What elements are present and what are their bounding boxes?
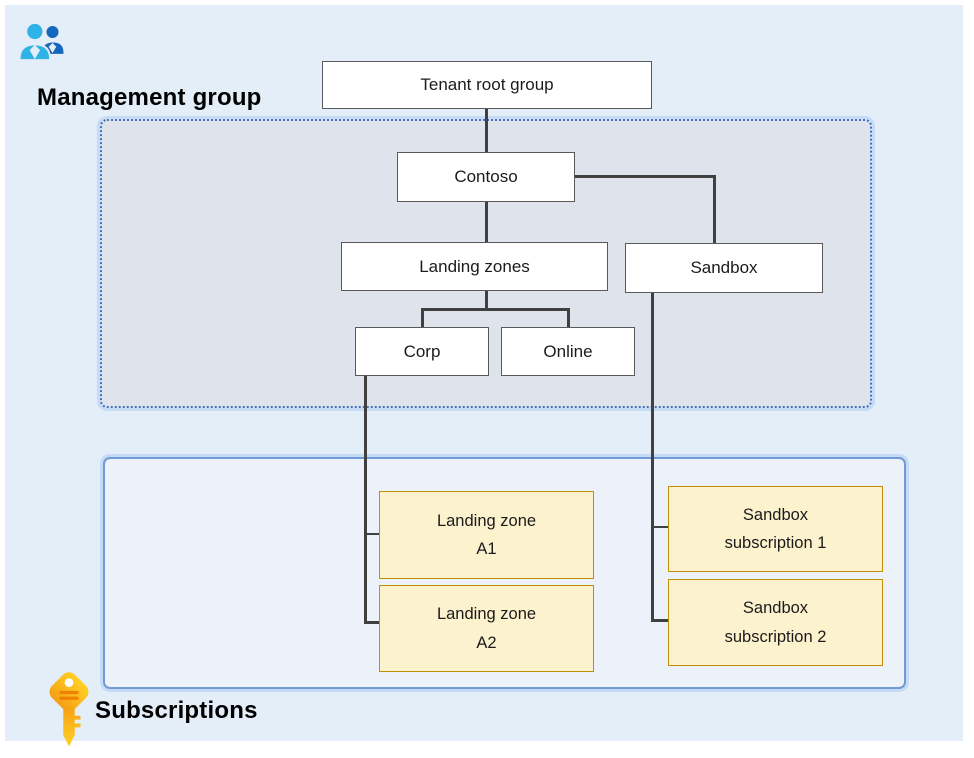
connector-split-horizontal xyxy=(421,308,570,311)
connector-landing-zones-stem xyxy=(485,291,488,311)
connector-tenant-to-contoso xyxy=(485,109,488,153)
connector-to-corp xyxy=(421,308,424,327)
node-label: Landing zones xyxy=(419,256,530,276)
connector-contoso-to-sandbox-vertical xyxy=(713,175,716,243)
connector-stub-sandbox-subscription-1 xyxy=(653,526,668,528)
subscriptions-title: Subscriptions xyxy=(95,697,258,724)
subscription-box-line1: Sandbox xyxy=(742,599,809,618)
subscription-box-line2: A1 xyxy=(476,540,497,558)
node-label: Sandbox xyxy=(690,258,758,277)
subscription-box-line1: Landing zone xyxy=(436,605,537,624)
node-label: Tenant root group xyxy=(420,75,554,94)
subscription-box-line2: subscription 2 xyxy=(724,627,827,646)
node-landing-zones: Landing zones xyxy=(341,242,608,291)
node-corp: Corp xyxy=(355,327,489,376)
connector-contoso-to-landing-zones xyxy=(485,202,488,243)
connector-stub-landing-zone-a1 xyxy=(366,533,379,535)
people-icon xyxy=(17,21,67,68)
subscription-box-landing-zone-a2: Landing zone A2 xyxy=(379,585,594,672)
node-contoso: Contoso xyxy=(397,152,575,202)
node-sandbox: Sandbox xyxy=(625,243,823,293)
subscription-box-line1: Sandbox xyxy=(742,505,809,524)
connector-contoso-to-sandbox-horizontal xyxy=(575,175,716,178)
subscription-box-sandbox-1: Sandbox subscription 1 xyxy=(668,486,883,572)
connector-corp-to-subscriptions-vertical xyxy=(364,376,367,624)
node-label: Corp xyxy=(403,341,441,361)
subscription-box-landing-zone-a1: Landing zone A1 xyxy=(379,491,594,579)
node-label: Contoso xyxy=(454,167,518,186)
subscription-box-line2: A2 xyxy=(476,633,497,652)
connector-sandbox-to-subscriptions-vertical xyxy=(651,293,654,622)
diagram-canvas: Tenant root group Contoso Landing zones … xyxy=(5,5,963,747)
subscription-box-line2: subscription 1 xyxy=(724,534,827,552)
node-online: Online xyxy=(501,327,635,376)
management-group-title: Management group xyxy=(37,84,262,111)
key-icon xyxy=(45,671,93,756)
connector-stub-landing-zone-a2 xyxy=(364,621,379,624)
subscription-box-line1: Landing zone xyxy=(436,511,537,530)
connector-stub-sandbox-subscription-2 xyxy=(651,619,668,622)
connector-to-online xyxy=(567,308,570,327)
subscription-box-sandbox-2: Sandbox subscription 2 xyxy=(668,579,883,666)
node-tenant-root-group: Tenant root group xyxy=(322,61,652,109)
node-label: Online xyxy=(543,341,593,361)
